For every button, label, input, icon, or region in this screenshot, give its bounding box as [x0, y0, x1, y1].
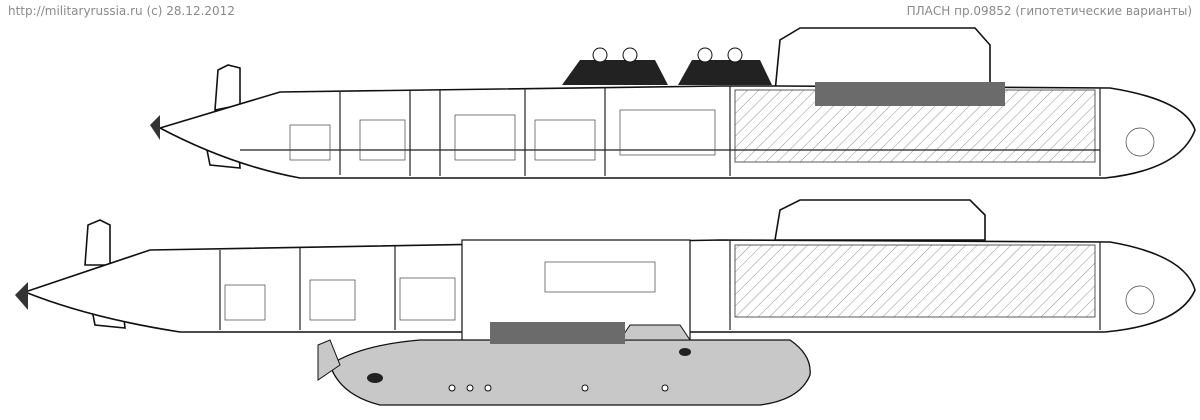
source-caption: http://militaryrussia.ru (c) 28.12.2012 — [8, 4, 235, 18]
tail-fin — [84, 219, 111, 266]
module-rings — [592, 47, 743, 63]
module-black — [562, 60, 772, 85]
diagram-title: ПЛАСН пр.09852 (гипотетические варианты) — [906, 4, 1192, 18]
dark-block — [815, 82, 1005, 106]
sail — [774, 199, 986, 241]
tail-fin — [214, 64, 241, 111]
submarine-bottom — [15, 199, 1196, 406]
propeller-icon — [15, 282, 28, 310]
hatched-compartment — [734, 244, 1096, 318]
mini-submarine — [317, 322, 811, 406]
bulkheads — [219, 240, 1101, 330]
submarine-top — [150, 27, 1196, 179]
dark-block — [490, 322, 625, 344]
machinery — [224, 261, 1155, 321]
propeller-icon — [150, 115, 160, 140]
machinery — [289, 109, 1155, 161]
bulkheads — [240, 86, 1101, 176]
